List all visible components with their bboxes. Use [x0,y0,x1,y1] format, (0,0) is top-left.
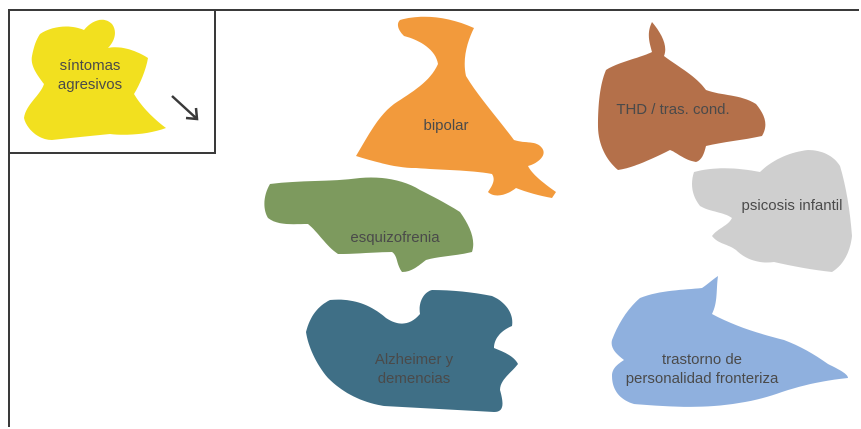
thd-piece [598,22,766,170]
alzheimer-label-line1: Alzheimer y [374,351,454,368]
legend-box [8,9,216,154]
psicosis-piece [692,150,852,272]
thd-label: THD / tras. cond. [616,101,730,118]
arrow-icon [171,95,197,119]
esquizofrenia-label: esquizofrenia [350,229,440,246]
trastorno-label-line2: personalidad fronteriza [625,370,779,387]
esquizofrenia-piece [264,177,474,272]
trastorno-label-line1: trastorno de [661,351,743,368]
legend-label: síntomas agresivos [40,56,140,94]
alzheimer-label-line2: demencias [377,370,451,387]
bipolar-piece [356,16,556,199]
alzheimer-piece [306,290,518,412]
trastorno-label: trastorno de personalidad fronteriza [612,350,792,388]
arrow-head-icon [185,107,199,121]
psicosis-label: psicosis infantil [741,197,843,214]
legend-puzzle-piece [24,19,166,141]
legend-label-line2: agresivos [57,76,123,93]
diagram-frame [8,9,859,427]
trastorno-piece [611,276,848,407]
legend-label-line1: síntomas [59,57,121,74]
bipolar-label: bipolar [423,117,469,134]
alzheimer-label: Alzheimer y demencias [354,350,474,388]
